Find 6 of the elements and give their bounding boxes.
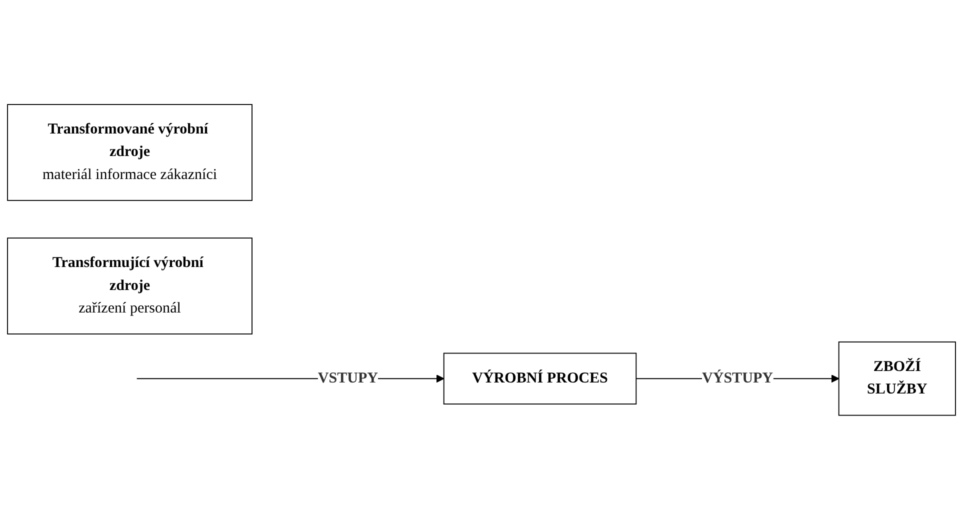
node-box: ZBOŽÍ SLUŽBY xyxy=(838,341,956,416)
node-box: Transformující výrobní zdroje zařízení personál xyxy=(7,237,252,334)
node-box: Transformované výrobní zdroje materiál informace zákazníci xyxy=(7,104,252,200)
node-box: VÝROBNÍ PROCES xyxy=(443,352,637,404)
edge-label: VSTUPY xyxy=(318,370,378,386)
edge-label: VÝSTUPY xyxy=(702,370,774,386)
